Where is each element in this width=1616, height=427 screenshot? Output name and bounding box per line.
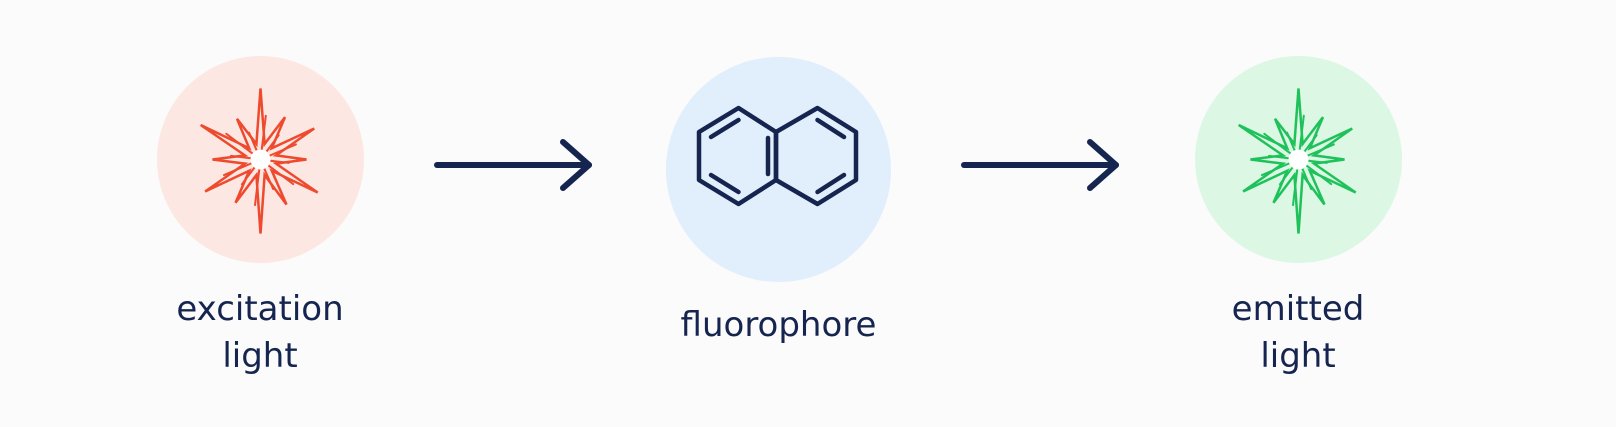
starburst-ray (1305, 143, 1335, 157)
starburst-outline (199, 88, 319, 234)
label-line: excitation (176, 289, 344, 329)
starburst-ray (1286, 131, 1296, 153)
fluorophore-label: fluorophore (661, 302, 896, 349)
label-line: light (222, 336, 298, 376)
double-bond-line (815, 117, 847, 140)
starburst-ray (1306, 159, 1328, 164)
red-starburst-icon (199, 88, 319, 234)
starburst-ray (260, 114, 267, 152)
starburst-ray (264, 134, 280, 154)
starburst-ray (267, 143, 297, 157)
starburst-ray (263, 166, 275, 191)
starburst-ray (1301, 166, 1313, 191)
emitted-light-label: emitted light (1198, 286, 1398, 380)
starburst-core (250, 149, 271, 170)
emitted-light-circle (1195, 56, 1402, 263)
double-bond-line (708, 172, 741, 195)
double-bond-line (708, 117, 741, 140)
starburst-outline (1237, 88, 1357, 234)
right-ring (773, 105, 859, 207)
starburst-ray (1268, 154, 1291, 160)
starburst-ray (230, 154, 253, 160)
starburst-ray (266, 163, 295, 186)
starburst-ray (254, 167, 261, 207)
starburst-ray (1292, 167, 1299, 207)
excitation-light-circle (157, 56, 364, 263)
arrow-right-icon (434, 139, 592, 191)
starburst-ray (1261, 162, 1292, 177)
green-starburst-icon (1237, 88, 1357, 234)
double-bond-line (815, 172, 847, 195)
arrow-right-icon (961, 139, 1119, 191)
starburst-ray (223, 162, 254, 177)
starburst-ray (1278, 165, 1295, 186)
starburst-ray (240, 165, 257, 186)
fluorophore-circle (666, 57, 891, 282)
starburst-ray (225, 132, 255, 156)
starburst-ray (1263, 132, 1293, 156)
label-line: emitted (1231, 289, 1365, 329)
starburst-ray (248, 131, 258, 153)
starburst-core (1288, 149, 1309, 170)
starburst-ray (1298, 114, 1305, 152)
label-line: light (1260, 336, 1336, 376)
excitation-light-label: excitation light (160, 286, 360, 380)
label-line: fluorophore (680, 305, 877, 345)
starburst-ray (268, 159, 290, 164)
starburst-ray (1302, 134, 1318, 154)
starburst-ray (1304, 163, 1333, 186)
naphthalene-molecule-icon (696, 105, 859, 207)
